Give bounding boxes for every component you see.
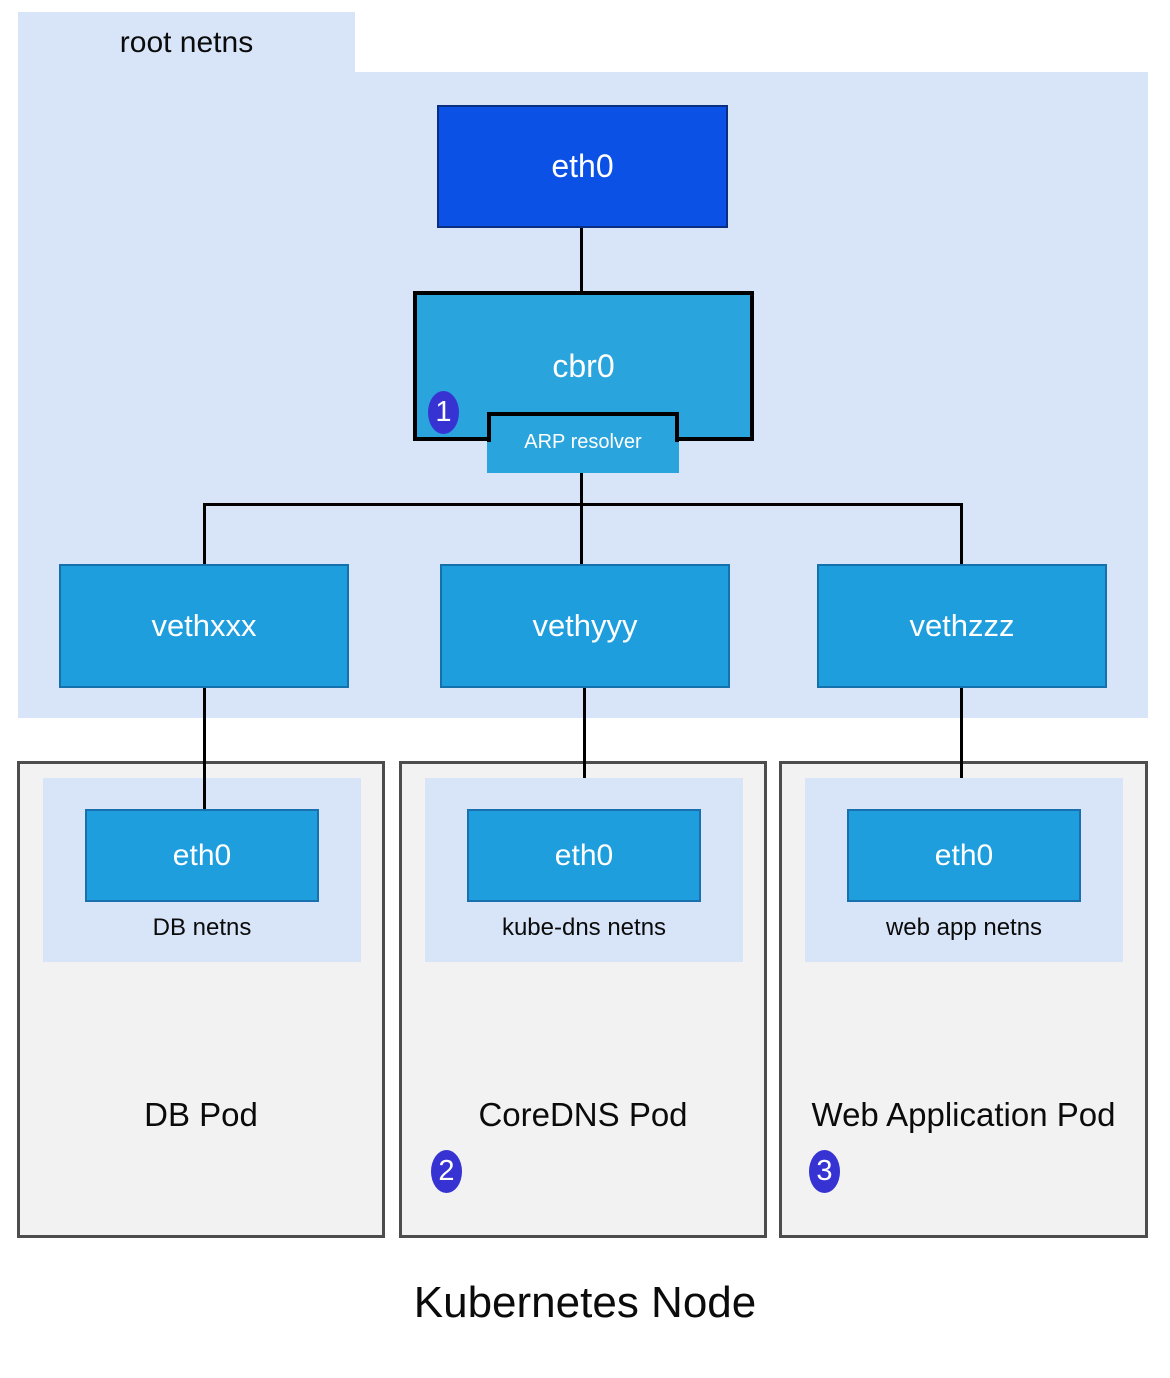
db-pod-eth0-label: eth0 bbox=[172, 838, 232, 872]
db-netns-label: DB netns bbox=[152, 914, 252, 941]
vethzzz-box: vethzzz bbox=[817, 564, 1107, 688]
vethxxx-box: vethxxx bbox=[59, 564, 349, 688]
step-1-badge: 1 bbox=[428, 391, 459, 434]
db-pod-name: DB Pod bbox=[144, 1096, 258, 1133]
step-3-badge: 3 bbox=[809, 1150, 840, 1193]
step-2-badge: 2 bbox=[431, 1150, 462, 1193]
pod-coredns: eth0 kube-dns netns CoreDNS Pod 2 bbox=[399, 761, 767, 1238]
coredns-pod-eth0-label: eth0 bbox=[554, 838, 614, 872]
pod-db: eth0 DB netns DB Pod bbox=[17, 761, 385, 1238]
arp-resolver-box: ARP resolver bbox=[487, 412, 679, 473]
webapp-pod-eth0-box: eth0 bbox=[847, 809, 1081, 902]
cbr0-label: cbr0 bbox=[552, 347, 615, 384]
db-pod-eth0-box: eth0 bbox=[85, 809, 319, 902]
connector-bus-to-vethxxx bbox=[203, 503, 206, 564]
step-3-badge-number: 3 bbox=[816, 1155, 833, 1187]
arp-resolver-label: ARP resolver bbox=[524, 431, 642, 453]
connector-eth0-to-cbr0 bbox=[580, 228, 583, 291]
connector-arp-to-vethyyy bbox=[580, 473, 583, 564]
root-netns-label: root netns bbox=[119, 25, 254, 59]
root-netns-tab: root netns bbox=[18, 12, 355, 73]
pod-webapp: eth0 web app netns Web Application Pod 3 bbox=[779, 761, 1148, 1238]
kubernetes-node-title: Kubernetes Node bbox=[413, 1278, 757, 1327]
connector-bus bbox=[203, 503, 963, 506]
connector-vethzzz-to-webapp-pod bbox=[960, 688, 963, 778]
vethyyy-box: vethyyy bbox=[440, 564, 730, 688]
connector-vethxxx-to-db-pod bbox=[203, 688, 206, 809]
web-app-netns-region: eth0 web app netns bbox=[805, 778, 1123, 962]
step-2-badge-number: 2 bbox=[438, 1155, 455, 1187]
webapp-pod-eth0-label: eth0 bbox=[934, 838, 994, 872]
coredns-pod-eth0-box: eth0 bbox=[467, 809, 701, 902]
coredns-pod-name: CoreDNS Pod bbox=[478, 1096, 688, 1133]
db-netns-region: eth0 DB netns bbox=[43, 778, 361, 962]
node-eth0-label: eth0 bbox=[551, 148, 614, 184]
kube-dns-netns-region: eth0 kube-dns netns bbox=[425, 778, 743, 962]
vethxxx-label: vethxxx bbox=[151, 608, 257, 643]
kube-dns-netns-label: kube-dns netns bbox=[501, 914, 667, 941]
vethyyy-label: vethyyy bbox=[532, 608, 638, 643]
webapp-pod-name: Web Application Pod bbox=[811, 1096, 1116, 1133]
connector-vethyyy-to-coredns-pod bbox=[583, 688, 586, 778]
web-app-netns-label: web app netns bbox=[885, 914, 1043, 941]
node-eth0-box: eth0 bbox=[437, 105, 728, 228]
connector-bus-to-vethzzz bbox=[960, 503, 963, 564]
vethzzz-label: vethzzz bbox=[909, 608, 1015, 643]
step-1-badge-number: 1 bbox=[435, 396, 452, 428]
